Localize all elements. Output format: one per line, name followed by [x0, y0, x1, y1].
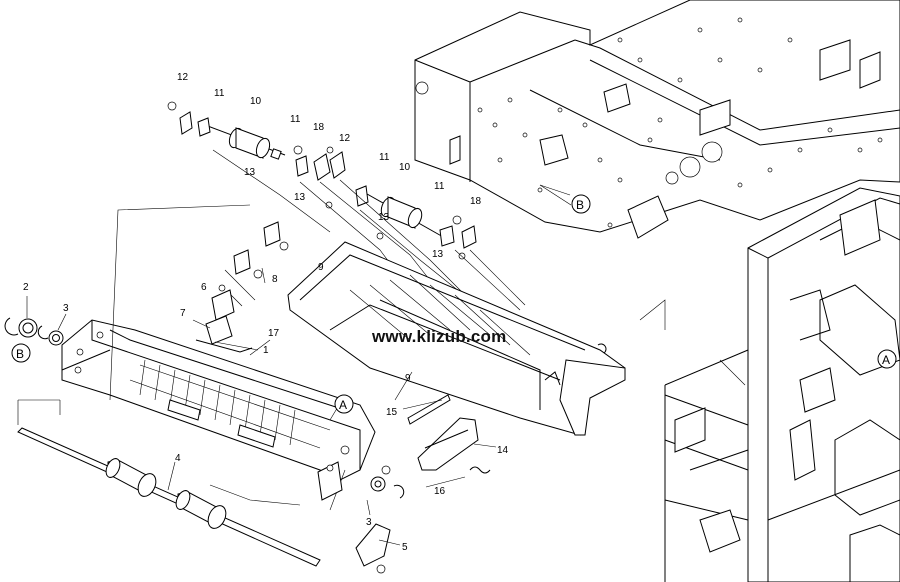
- callout-10a: 10: [250, 96, 262, 107]
- main-frame-right-side: [747, 187, 900, 582]
- main-frame-floor: [639, 299, 749, 582]
- ref-circle-a-right: [877, 349, 897, 369]
- callout-15: 15: [386, 407, 398, 418]
- roller-10-left: [204, 124, 286, 160]
- ref-circle-b-left: [11, 343, 31, 363]
- callout-11c: 11: [379, 152, 390, 163]
- leader-lines-lower: [26, 184, 572, 546]
- roller-10-right: [359, 189, 446, 239]
- left-guide-frame: [61, 319, 376, 481]
- callout-18a: 18: [313, 122, 325, 133]
- callout-5: 5: [402, 542, 408, 553]
- callout-16: 16: [434, 486, 446, 497]
- dashed-outline: [17, 204, 346, 511]
- callouts: 12 11 10 13 11 18 12 11 10 13 13 11 18 1…: [23, 72, 509, 553]
- callout-18b: 18: [470, 196, 482, 207]
- callout-13d: 13: [432, 249, 444, 260]
- ref-a-right: A: [882, 353, 890, 367]
- callout-9b: 9: [405, 373, 411, 384]
- main-frame-rear: [414, 0, 900, 239]
- callout-12a: 12: [177, 72, 189, 83]
- frame-holes: [477, 17, 883, 228]
- callout-12b: 12: [339, 133, 351, 144]
- callout-11b: 11: [290, 114, 301, 125]
- callout-7: 7: [180, 308, 186, 319]
- callout-10b: 10: [399, 162, 411, 173]
- callout-13b: 13: [294, 192, 306, 203]
- small-parts-upper: [167, 101, 477, 353]
- callout-13c: 13: [378, 212, 390, 223]
- roller-shaft-4: [17, 427, 321, 567]
- ref-labels: B A B A: [11, 194, 897, 414]
- watermark-text: www.klizub.com: [372, 327, 507, 346]
- tray-9: [287, 241, 626, 436]
- ref-b-right: B: [576, 198, 584, 212]
- callout-8: 8: [272, 274, 278, 285]
- callout-3b: 3: [366, 517, 372, 528]
- callout-4: 4: [175, 453, 181, 464]
- ref-b-left: B: [16, 347, 24, 361]
- ref-circle-a-center: [334, 394, 354, 414]
- callout-2: 2: [23, 282, 29, 293]
- small-parts-lower: [317, 343, 607, 574]
- callout-13a: 13: [244, 167, 256, 178]
- callout-17: 17: [268, 328, 280, 339]
- ref-circle-b-right: [571, 194, 591, 214]
- callout-3a: 3: [63, 303, 69, 314]
- ref-a-center: A: [339, 398, 347, 412]
- callout-1: 1: [263, 345, 269, 356]
- bearings-left: [4, 317, 64, 346]
- callout-11a: 11: [214, 88, 225, 99]
- callout-9a: 9: [318, 262, 324, 273]
- callout-14: 14: [497, 445, 509, 456]
- callout-6: 6: [201, 282, 207, 293]
- callout-11d: 11: [434, 181, 445, 192]
